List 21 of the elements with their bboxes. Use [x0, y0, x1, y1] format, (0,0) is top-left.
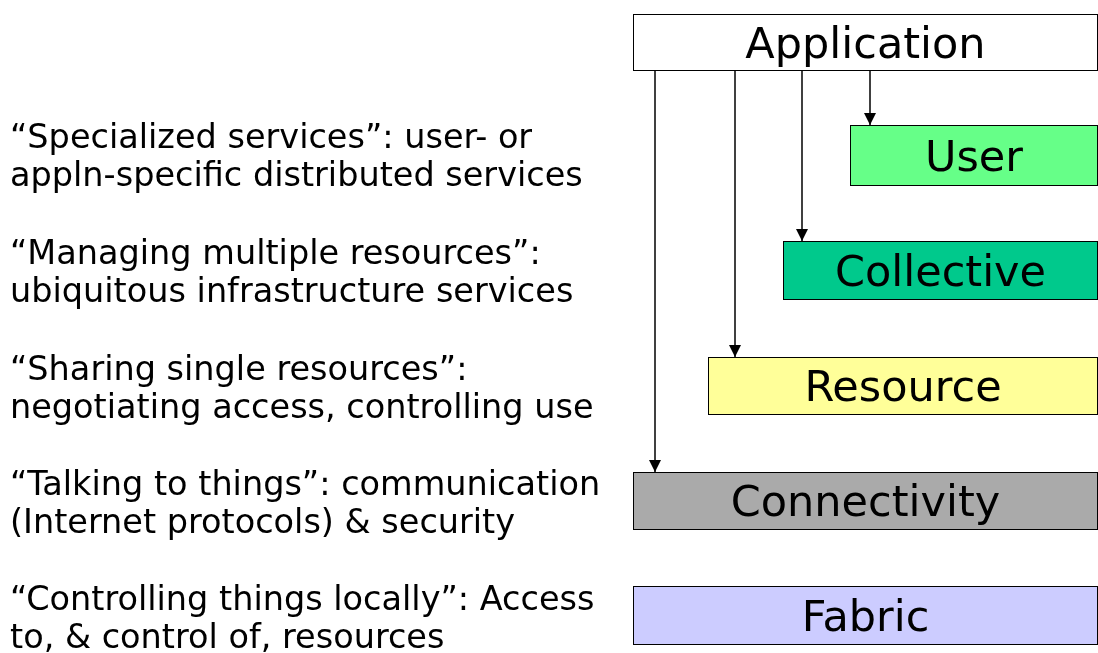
- layer-description: “Sharing single resources”: negotiating access, controlling use: [10, 350, 595, 426]
- arrow: [729, 70, 741, 358]
- layer-description: “Specialized services”: user- or appln-specific distributed services: [10, 118, 584, 194]
- layer-box: [783, 241, 1098, 300]
- layer-box: [633, 586, 1098, 645]
- layer-description: “Talking to things”: communication (Internet protocols) & security: [10, 465, 602, 541]
- layer-box: [850, 125, 1098, 186]
- layer-description: “Managing multiple resources”: ubiquitous infrastructure services: [10, 234, 575, 310]
- layer-box: [633, 14, 1098, 71]
- layer-box: [708, 357, 1098, 415]
- layer-name: Resource: [804, 361, 1002, 411]
- layer-name: Application: [745, 17, 986, 68]
- arrow: [864, 70, 876, 126]
- arrow: [796, 70, 808, 242]
- layer-description: “Controlling things locally”: Access to, & control of, resources: [10, 580, 596, 653]
- layer-name: Collective: [834, 245, 1046, 296]
- layer-name: User: [925, 130, 1023, 181]
- layer-name: Fabric: [801, 590, 930, 641]
- layer-box: [633, 472, 1098, 530]
- layer-name: Connectivity: [730, 476, 1001, 526]
- arrow: [649, 70, 661, 473]
